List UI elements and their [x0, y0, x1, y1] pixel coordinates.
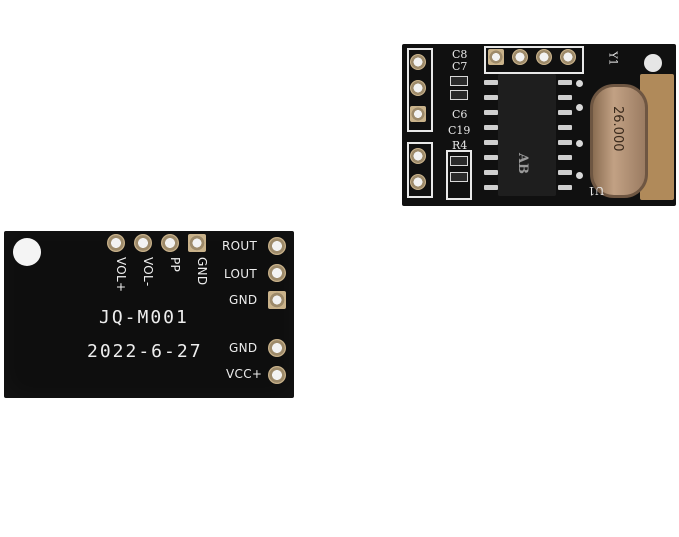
via-dot	[576, 80, 583, 87]
chip-pin	[558, 155, 572, 160]
chip-pin	[558, 140, 572, 145]
chip-pin	[558, 95, 572, 100]
label-lout: LOUT	[224, 267, 258, 281]
smd-outline	[446, 150, 472, 200]
pad-vol-minus	[134, 234, 152, 252]
left-pad-2	[410, 80, 426, 96]
chip-pin	[558, 170, 572, 175]
pad-gnd-top	[188, 234, 206, 252]
chip-logo: AB	[515, 152, 531, 175]
label-c8: C8	[452, 48, 468, 61]
capacitor-c8	[450, 76, 468, 86]
label-u1: U1	[588, 184, 605, 197]
label-vol-plus: VOL+	[114, 257, 128, 293]
left-pad-4	[410, 148, 426, 164]
header-pad-1	[488, 49, 504, 65]
header-pad-3	[536, 49, 552, 65]
left-pad-3	[410, 106, 426, 122]
chip-pin	[484, 80, 498, 85]
chip-pin	[484, 140, 498, 145]
date-label: 2022-6-27	[87, 341, 203, 362]
label-gnd-2: GND	[229, 341, 258, 355]
label-y1: Y1	[606, 51, 620, 66]
pad-vol-plus	[107, 234, 125, 252]
left-pads-outline-2	[407, 142, 433, 198]
capacitor-c19	[450, 172, 468, 182]
capacitor-c7	[450, 90, 468, 100]
chip-pin	[484, 125, 498, 130]
via-dot	[576, 172, 583, 179]
left-pads-outline	[407, 48, 433, 132]
label-r4: R4	[452, 139, 468, 152]
chip-pin	[484, 155, 498, 160]
crystal-marking: 26.000	[610, 106, 625, 152]
chip-pin	[558, 185, 572, 190]
pad-pp	[161, 234, 179, 252]
left-pad-5	[410, 174, 426, 190]
mounting-hole	[13, 238, 41, 266]
chip-pin	[558, 80, 572, 85]
label-rout: ROUT	[222, 239, 258, 253]
label-vcc: VCC+	[226, 367, 263, 381]
header-pad-2	[512, 49, 528, 65]
mounting-hole-front	[644, 54, 662, 72]
pad-lout	[268, 264, 286, 282]
chip-pin	[484, 185, 498, 190]
chip-pin	[558, 125, 572, 130]
left-pad-1	[410, 54, 426, 70]
pad-rout	[268, 237, 286, 255]
chip-pin	[484, 110, 498, 115]
module-back-board: VOL+ VOL- PP GND ROUT LOUT GND GND VCC+ …	[4, 231, 294, 398]
label-c19: C19	[448, 124, 471, 137]
label-gnd-top: GND	[195, 257, 209, 286]
pad-vcc	[268, 366, 286, 384]
crystal-oscillator	[590, 84, 648, 198]
label-vol-minus: VOL-	[141, 257, 155, 287]
chip-pin	[484, 170, 498, 175]
header-pad-4	[560, 49, 576, 65]
label-c7: C7	[452, 60, 468, 73]
header-outline-top	[484, 46, 584, 74]
label-c6: C6	[452, 108, 468, 121]
label-gnd-1: GND	[229, 293, 258, 307]
via-dot	[576, 104, 583, 111]
ic-chip	[498, 74, 556, 196]
chip-pin	[558, 110, 572, 115]
pad-gnd-1	[268, 291, 286, 309]
label-pp: PP	[168, 257, 182, 273]
model-label: JQ-M001	[99, 307, 189, 328]
resistor-r4	[450, 156, 468, 166]
chip-pin	[484, 95, 498, 100]
via-dot	[576, 140, 583, 147]
module-front-board: C8 C7 C6 C19 R4 AB 26.000 Y1 U1	[402, 44, 676, 206]
pad-gnd-2	[268, 339, 286, 357]
